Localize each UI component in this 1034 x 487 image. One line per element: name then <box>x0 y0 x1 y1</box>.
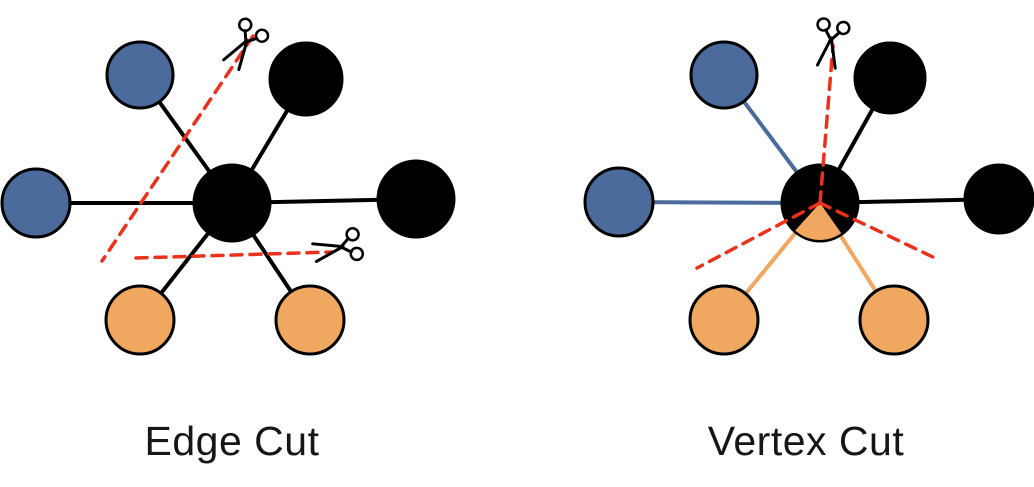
edge-cut-graph <box>0 17 456 356</box>
vertex-cut-center-wedge <box>795 203 842 241</box>
edge-cut-node-orange-bottom-right <box>274 284 346 356</box>
vertex-cut-label: Vertex Cut <box>707 418 905 464</box>
vertex-cut-node-black-right <box>963 163 1034 235</box>
edge-cut-cut-line-diagonal <box>100 34 255 263</box>
edge-cut-node-center <box>192 163 272 243</box>
edge-cut-node-blue-left <box>0 167 72 239</box>
edge-cut-node-black-right <box>376 159 456 239</box>
vertex-cut-cut-line-down-right <box>818 201 939 261</box>
vertex-cut-node-blue-top-left <box>689 40 759 110</box>
scissors-icon <box>815 17 851 70</box>
edge-cut-node-orange-bottom-left <box>104 284 176 356</box>
edge-cut-cut-line-horizontal <box>134 250 334 260</box>
vertex-cut-node-black-top-right <box>853 41 927 115</box>
vertex-cut-cut-line-down-left <box>695 201 822 270</box>
edge-cut-node-black-top-right <box>268 41 344 117</box>
vertex-cut-cut-line-up <box>818 44 835 205</box>
vertex-cut-node-orange-bottom-right <box>858 284 930 356</box>
vertex-cut-graph <box>583 17 1034 356</box>
edge-cut-node-blue-top-left <box>105 40 175 110</box>
scissors-icon <box>311 227 365 263</box>
vertex-cut-node-orange-bottom-left <box>688 284 760 356</box>
vertex-cut-node-blue-left <box>583 166 655 238</box>
scissors-icon <box>222 17 270 72</box>
edge-cut-label: Edge Cut <box>144 418 320 464</box>
